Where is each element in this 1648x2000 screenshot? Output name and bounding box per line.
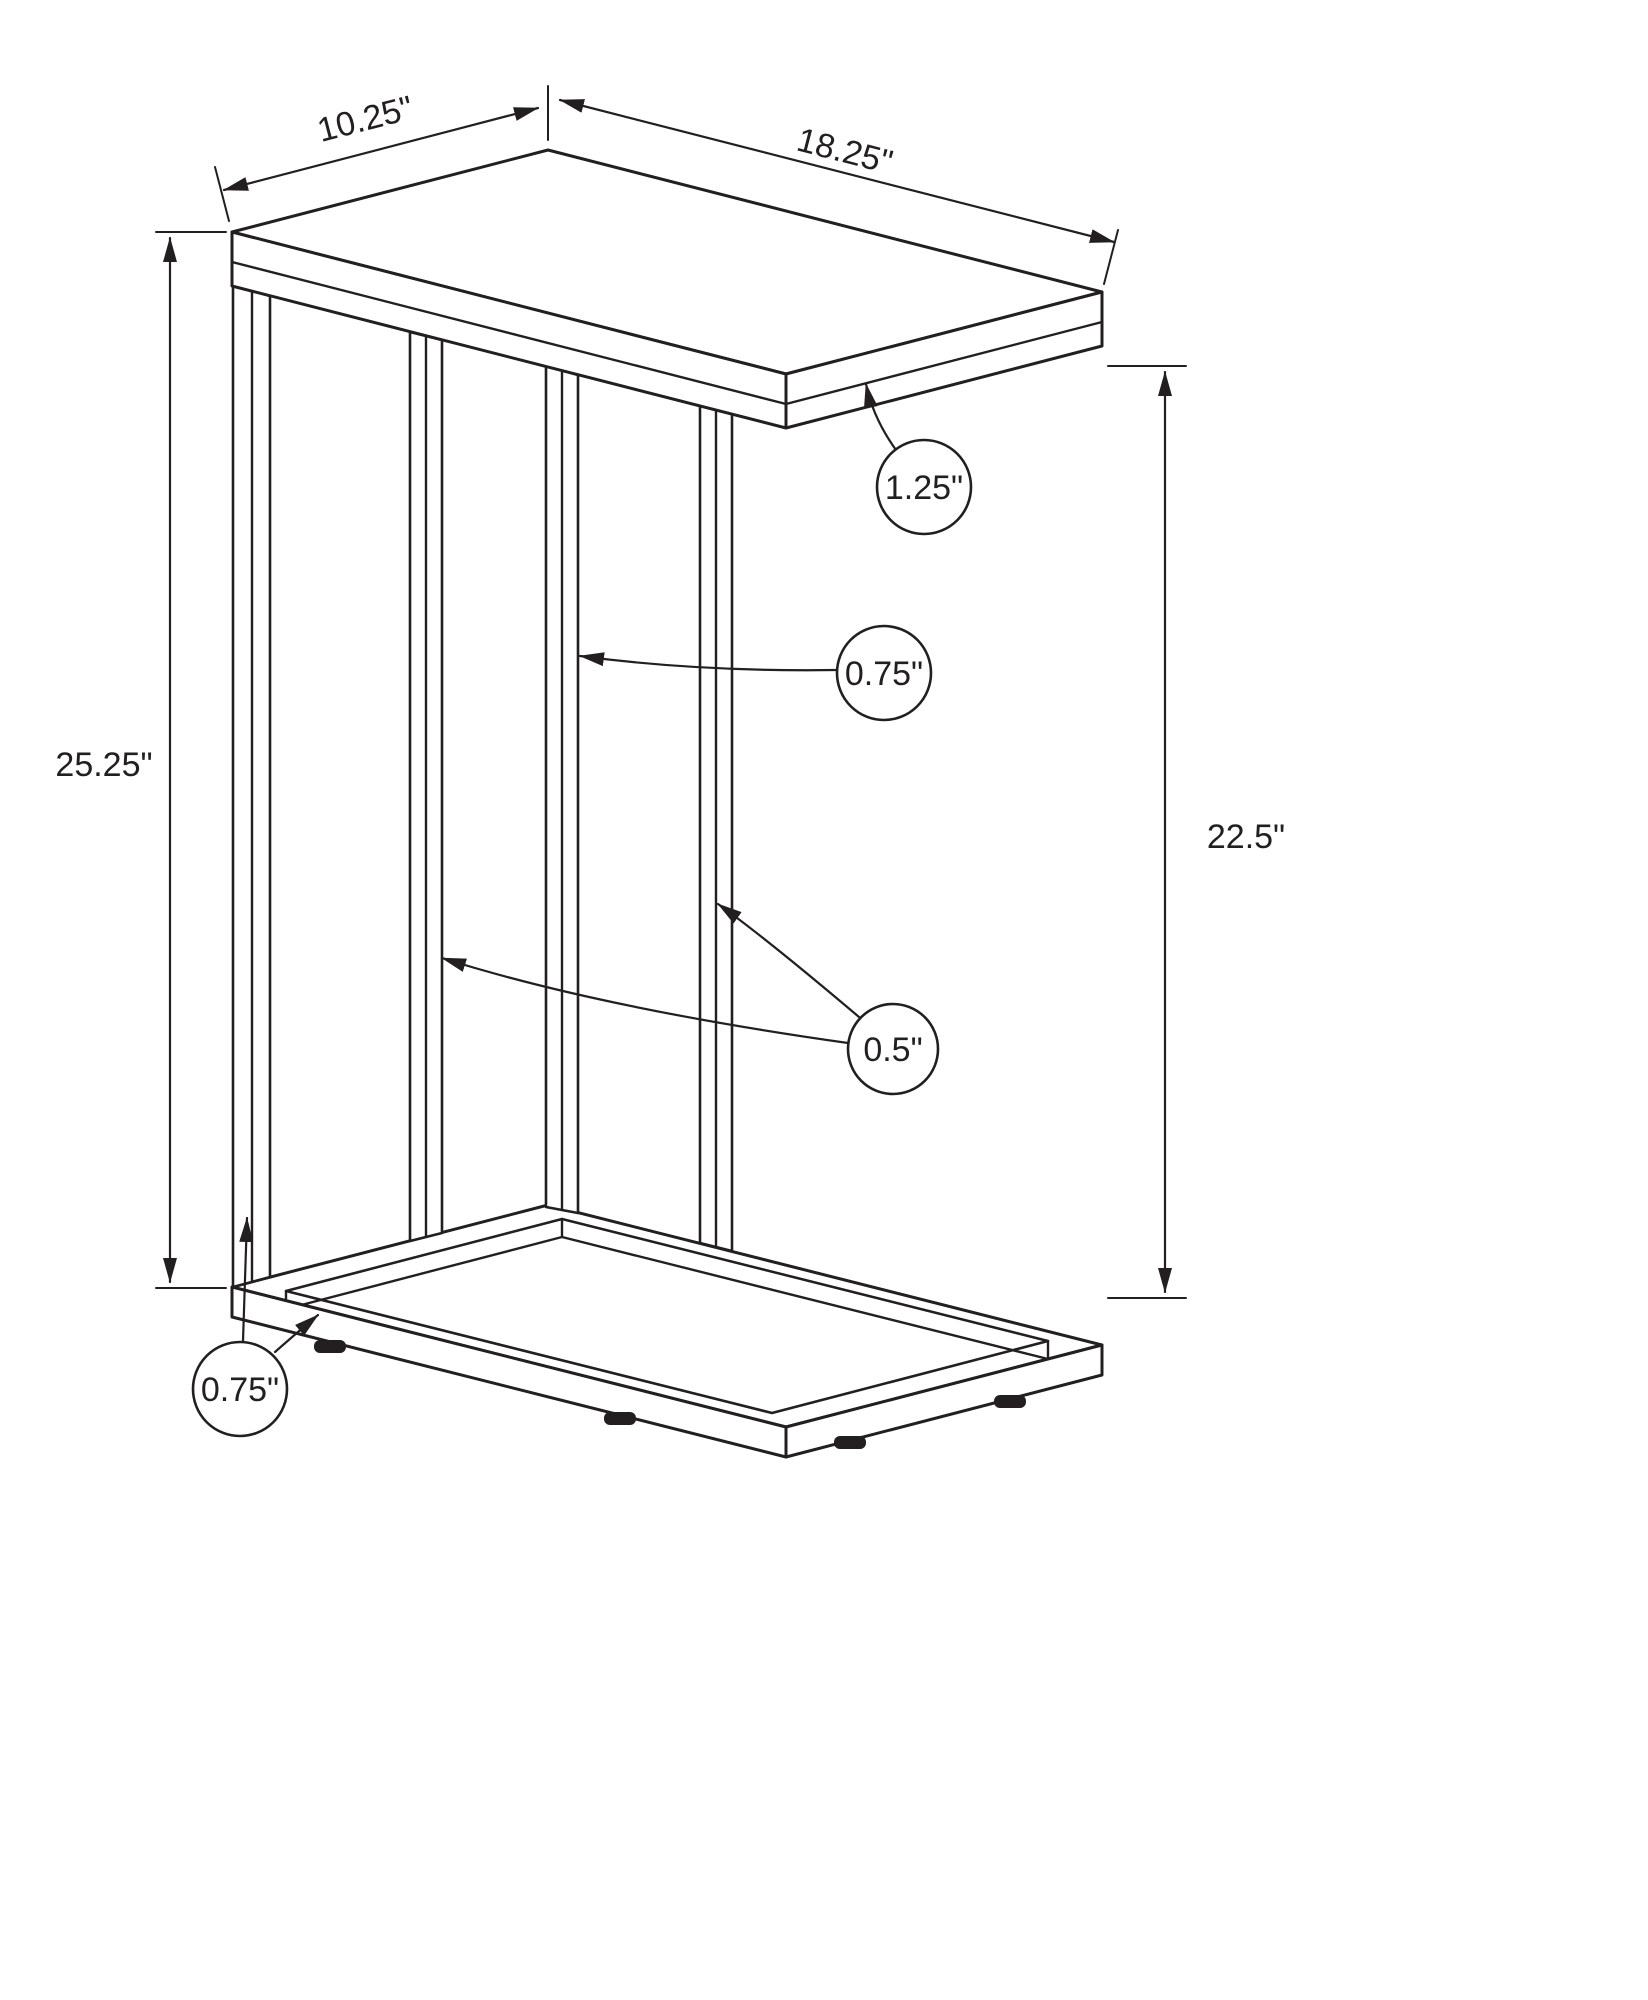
dim-label-support-width: 0.75" [845, 655, 923, 693]
dim-label-overall-height: 25.25" [55, 746, 152, 784]
leader-line [440, 956, 850, 1045]
dim-label-top-depth: 10.25" [313, 89, 417, 150]
dim-label-base-height: 0.75" [201, 1371, 279, 1409]
dim-balloon [875, 438, 973, 536]
base-front-right-face [784, 1343, 1104, 1459]
support-legs [231, 284, 734, 1289]
dim-top-thickness: 1.25" [863, 382, 973, 536]
dim-label-top-thickness: 1.25" [885, 469, 963, 507]
dim-label-leg-width: 0.5" [863, 1031, 922, 1069]
foot-glide [604, 1412, 636, 1425]
table-top [230, 148, 1104, 430]
dim-balloon [846, 1002, 940, 1096]
leader-line [273, 1313, 320, 1354]
dim-extension-line [1103, 229, 1119, 285]
leader-line [239, 1216, 254, 1343]
dim-line [222, 106, 540, 192]
base-inner-opening [284, 1217, 1050, 1415]
dim-line [558, 98, 1116, 244]
foot-glide [314, 1340, 346, 1353]
dim-balloon [191, 1340, 289, 1438]
leader-line [578, 652, 839, 672]
foot-glide [834, 1436, 866, 1449]
dim-balloon [835, 624, 933, 722]
leader-line [716, 902, 861, 1019]
top-reveal-left [230, 260, 788, 406]
dim-label-clearance-height: 22.5" [1207, 818, 1285, 856]
dim-leg-width: 0.5" [440, 902, 940, 1096]
foot-glide [994, 1395, 1026, 1408]
dim-extension-line [214, 166, 230, 222]
dim-overall-height: 25.25" [55, 231, 227, 1289]
leader-line [863, 382, 898, 452]
base-frame [230, 1203, 1104, 1459]
top-reveal-right [784, 320, 1104, 406]
dim-clearance-height: 22.5" [1107, 365, 1285, 1299]
dim-support-width: 0.75" [578, 624, 933, 722]
dim-base-height: 0.75" [191, 1216, 320, 1438]
